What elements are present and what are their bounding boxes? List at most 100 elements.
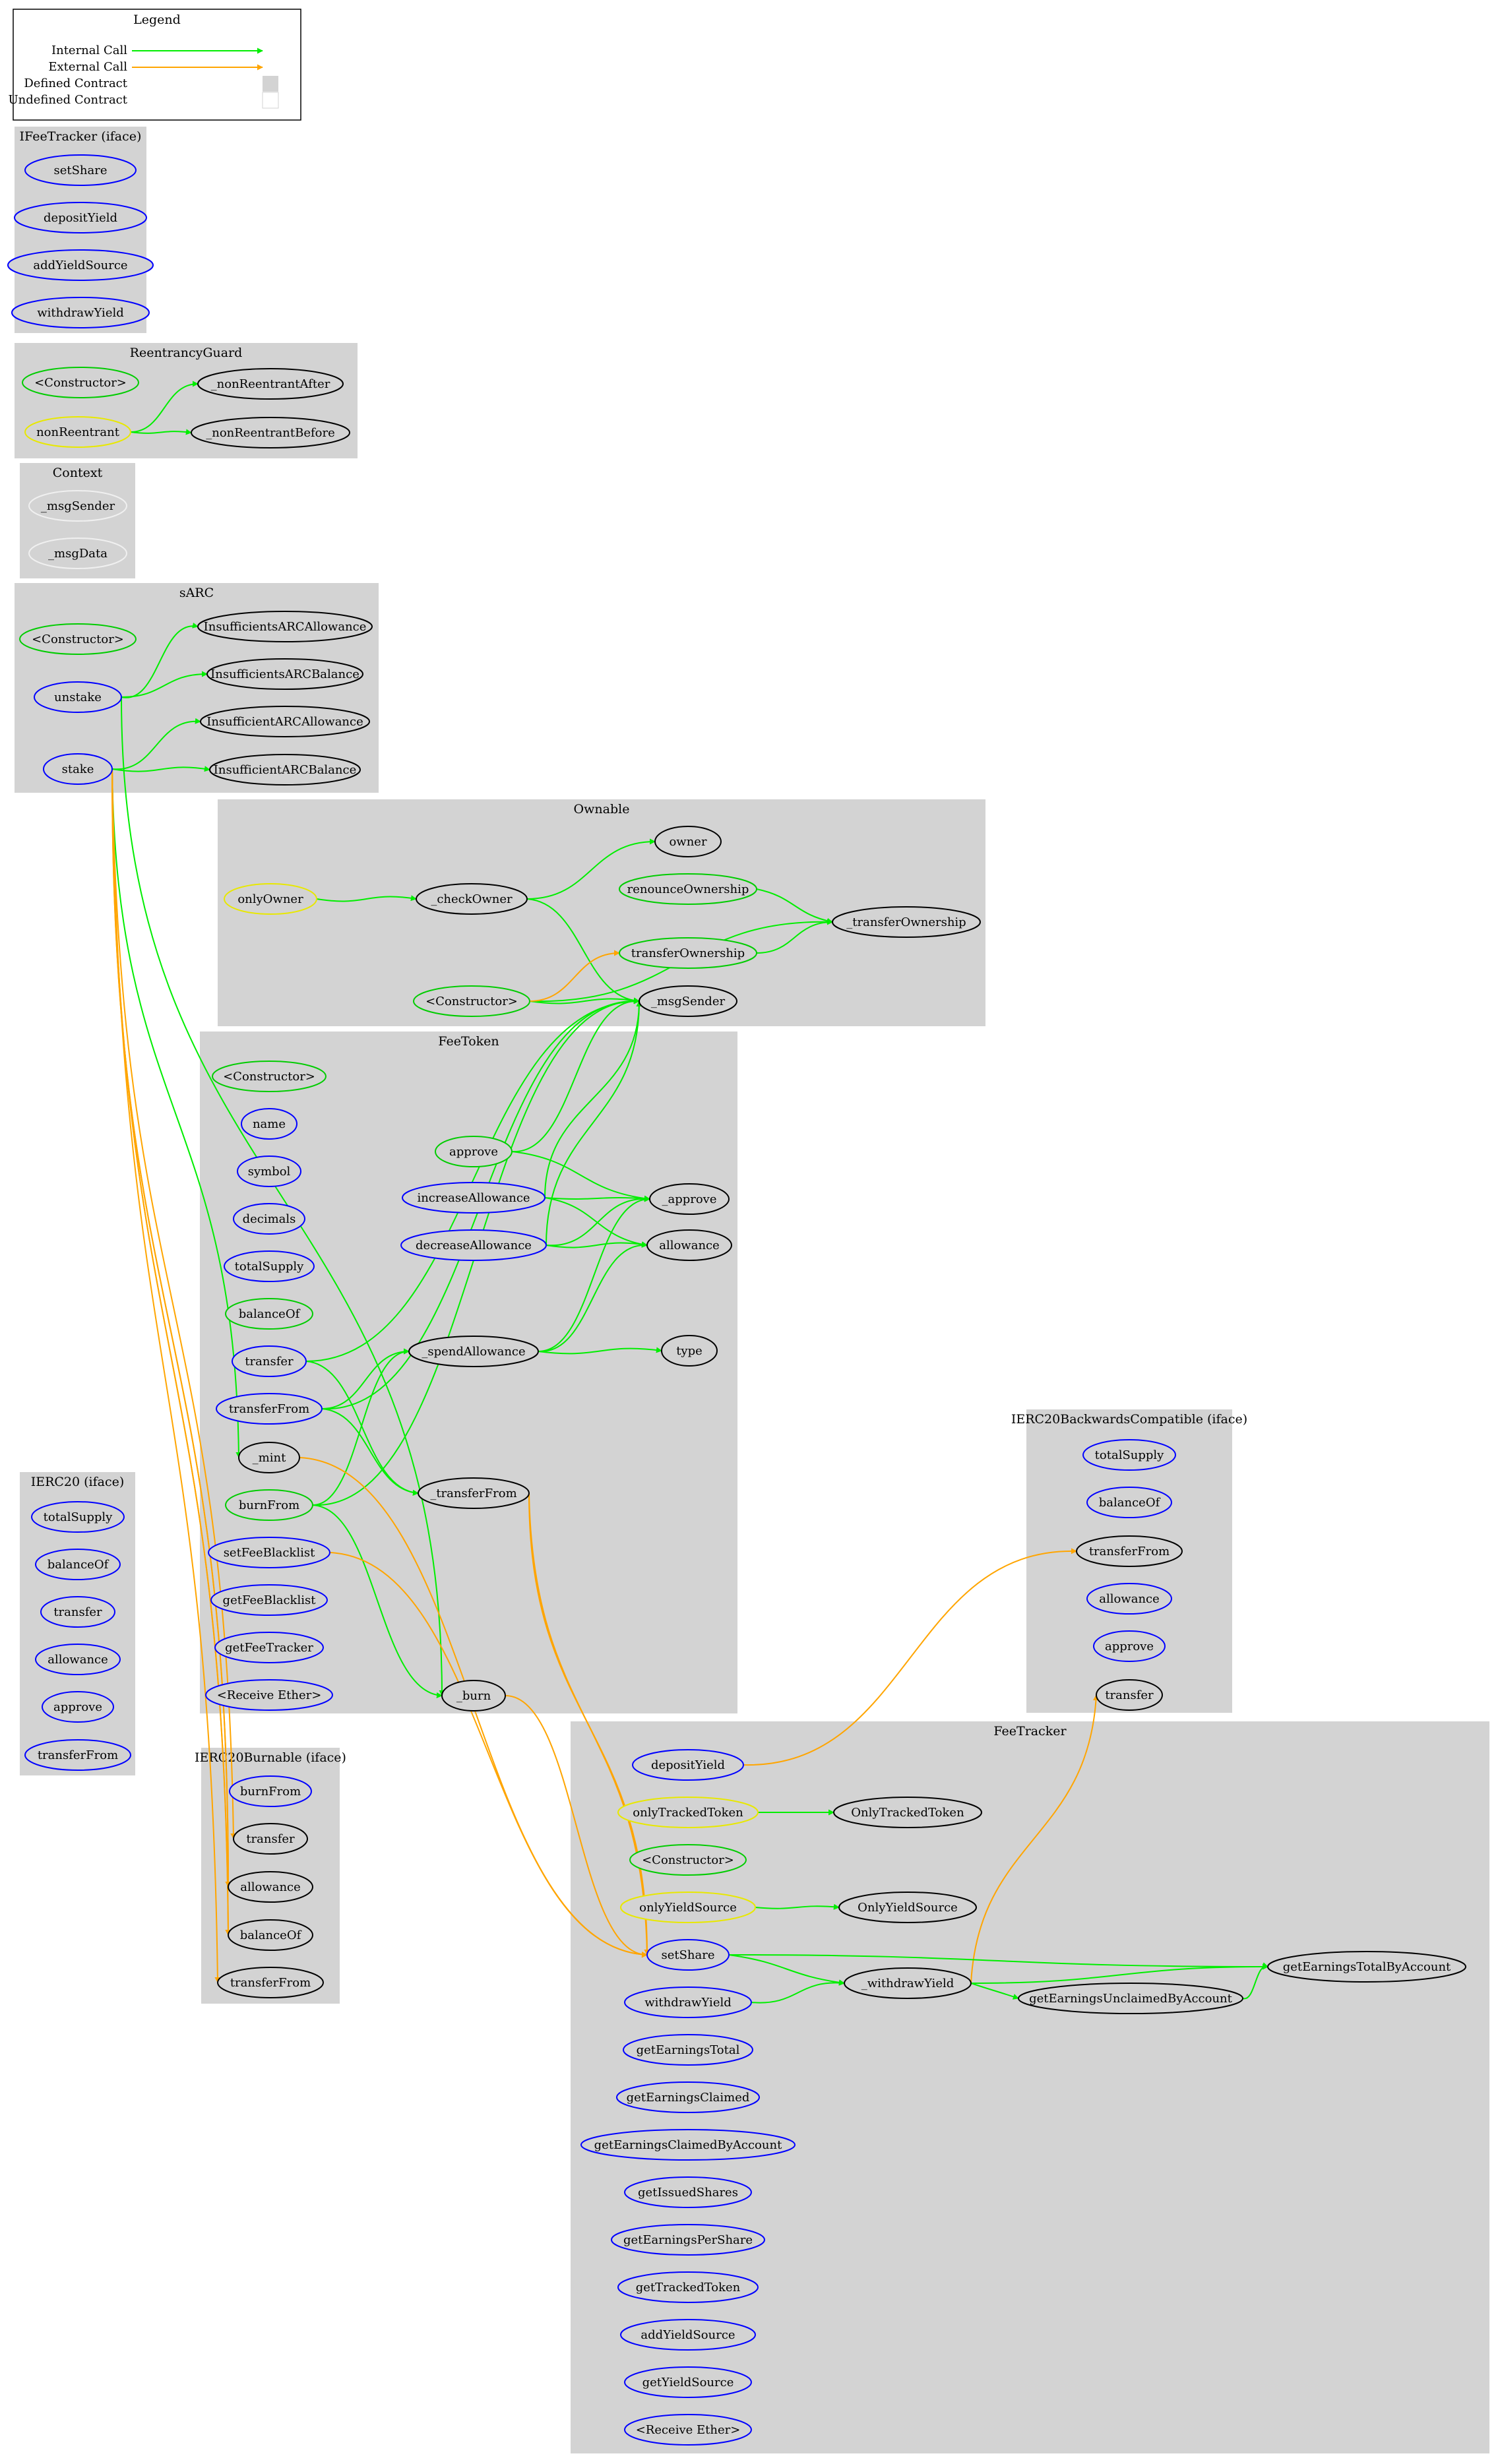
node-ierc20-approve[interactable]: approve: [42, 1691, 114, 1723]
node-ellipse[interactable]: [34, 681, 122, 713]
node-feetracker-onlyyieldsource[interactable]: onlyYieldSource: [620, 1892, 756, 1923]
node-ierc20burnable-burnfrom[interactable]: burnFrom: [229, 1775, 312, 1807]
node-ellipse[interactable]: [205, 1679, 333, 1711]
node-ellipse[interactable]: [1082, 1439, 1176, 1471]
node-sarc-insufficientsarcbalance[interactable]: InsufficientsARCBalance: [206, 658, 363, 690]
node-ownable-constructor[interactable]: <Constructor>: [413, 985, 530, 1017]
node-ellipse[interactable]: [1018, 1983, 1243, 2014]
node-ellipse[interactable]: [225, 1489, 313, 1521]
node-ierc20bc-balanceof[interactable]: balanceOf: [1086, 1487, 1172, 1518]
node-feetracker-gettrackedtoken[interactable]: getTrackedToken: [617, 2271, 759, 2303]
node-feetracker-getissuedshares[interactable]: getIssuedShares: [624, 2176, 752, 2208]
node-ierc20burnable-transferfrom[interactable]: transferFrom: [217, 1967, 324, 1998]
node-feetoken-totalsupply[interactable]: totalSupply: [224, 1250, 315, 1282]
node-ellipse[interactable]: [632, 1749, 744, 1781]
node-ellipse[interactable]: [620, 2319, 756, 2351]
node-ierc20bc-allowance[interactable]: allowance: [1086, 1583, 1172, 1615]
node-ellipse[interactable]: [200, 706, 370, 737]
node-feetracker-onlytrackedtoken[interactable]: onlyTrackedToken: [617, 1797, 759, 1828]
node-feetoken-increaseallowance[interactable]: increaseAllowance: [402, 1182, 546, 1214]
node-ellipse[interactable]: [619, 937, 757, 969]
node-ellipse[interactable]: [629, 1844, 747, 1876]
node-ellipse[interactable]: [214, 1632, 324, 1663]
node-ellipse[interactable]: [35, 1549, 121, 1580]
node-feetracker-deposityield[interactable]: depositYield: [632, 1749, 744, 1781]
node-ownable-transferownership[interactable]: transferOwnership: [619, 937, 757, 969]
node-feetoken-approve[interactable]: _approve: [649, 1183, 730, 1215]
node-feetoken-getfeetracker[interactable]: getFeeTracker: [214, 1632, 324, 1663]
node-ellipse[interactable]: [28, 538, 127, 569]
node-feetracker-receive-ether[interactable]: <Receive Ether>: [624, 2414, 752, 2446]
node-feetracker-onlytrackedtoken[interactable]: OnlyTrackedToken: [833, 1797, 982, 1828]
node-feetracker-withdrawyield[interactable]: withdrawYield: [624, 1987, 752, 2018]
node-ellipse[interactable]: [844, 1967, 972, 1999]
node-feetracker-addyieldsource[interactable]: addYieldSource: [620, 2319, 756, 2351]
node-ellipse[interactable]: [416, 883, 528, 915]
node-ierc20bc-transfer[interactable]: transfer: [1096, 1679, 1163, 1711]
node-sarc-insufficientsarcallowance[interactable]: InsufficientsARCAllowance: [197, 611, 373, 642]
node-ellipse[interactable]: [31, 1501, 125, 1533]
node-ellipse[interactable]: [40, 1596, 115, 1628]
node-ierc20-transferfrom[interactable]: transferFrom: [24, 1739, 131, 1771]
node-feetoken-allowance[interactable]: allowance: [646, 1229, 732, 1261]
node-feetoken-burn[interactable]: _burn: [441, 1680, 506, 1711]
node-ierc20burnable-allowance[interactable]: allowance: [228, 1871, 313, 1903]
node-sarc-insufficientarcbalance[interactable]: InsufficientARCBalance: [209, 754, 361, 785]
node-ownable-transferownership[interactable]: _transferOwnership: [832, 906, 981, 938]
node-feetracker-getearningspershare[interactable]: getEarningsPerShare: [611, 2224, 765, 2256]
node-ellipse[interactable]: [620, 1892, 756, 1923]
node-sarc-stake[interactable]: stake: [43, 753, 113, 785]
node-context-msgdata[interactable]: _msgData: [28, 538, 127, 569]
node-ellipse[interactable]: [210, 1584, 328, 1616]
node-ownable-msgsender[interactable]: _msgSender: [639, 985, 737, 1017]
node-ownable-checkowner[interactable]: _checkOwner: [416, 883, 528, 915]
node-ellipse[interactable]: [208, 1537, 330, 1568]
node-feetoken-transfer[interactable]: transfer: [232, 1345, 307, 1377]
node-feetoken-symbol[interactable]: symbol: [237, 1155, 301, 1187]
node-feetoken-type[interactable]: type: [661, 1335, 718, 1367]
node-ellipse[interactable]: [838, 1892, 977, 1923]
node-ellipse[interactable]: [197, 611, 373, 642]
node-ellipse[interactable]: [217, 1967, 324, 1998]
node-ellipse[interactable]: [209, 754, 361, 785]
node-ellipse[interactable]: [35, 1644, 121, 1675]
node-ellipse[interactable]: [661, 1335, 718, 1367]
node-feetoken-balanceof[interactable]: balanceOf: [225, 1298, 313, 1330]
node-feetoken-decimals[interactable]: decimals: [233, 1203, 305, 1235]
node-ellipse[interactable]: [580, 2129, 796, 2161]
node-ellipse[interactable]: [617, 2271, 759, 2303]
node-ellipse[interactable]: [624, 2366, 752, 2398]
node-ierc20burnable-transfer[interactable]: transfer: [233, 1823, 308, 1855]
node-ellipse[interactable]: [228, 1871, 313, 1903]
node-ownable-onlyowner[interactable]: onlyOwner: [224, 883, 317, 915]
node-feetracker-getearningsclaimedbyaccount[interactable]: getEarningsClaimedByAccount: [580, 2129, 796, 2161]
node-ellipse[interactable]: [624, 2414, 752, 2446]
node-ellipse[interactable]: [1267, 1951, 1466, 1983]
node-ellipse[interactable]: [435, 1136, 513, 1167]
node-ellipse[interactable]: [224, 1250, 315, 1282]
node-feetracker-getearningstotalbyaccount[interactable]: getEarningsTotalByAccount: [1267, 1951, 1466, 1983]
node-ellipse[interactable]: [441, 1680, 506, 1711]
node-ierc20-allowance[interactable]: allowance: [35, 1644, 121, 1675]
node-reentrancyguard-constructor[interactable]: <Constructor>: [22, 367, 139, 398]
node-ellipse[interactable]: [408, 1336, 539, 1367]
node-ellipse[interactable]: [639, 985, 737, 1017]
node-ellipse[interactable]: [623, 2034, 753, 2066]
node-ellipse[interactable]: [646, 1229, 732, 1261]
node-ellipse[interactable]: [241, 1108, 297, 1140]
node-feetoken-decreaseallowance[interactable]: decreaseAllowance: [400, 1229, 547, 1261]
node-ellipse[interactable]: [619, 873, 757, 905]
node-ownable-renounceownership[interactable]: renounceOwnership: [619, 873, 757, 905]
node-reentrancyguard-nonreentrantbefore[interactable]: _nonReentrantBefore: [191, 417, 350, 448]
node-feetracker-getearningstotal[interactable]: getEarningsTotal: [623, 2034, 753, 2066]
node-ellipse[interactable]: [402, 1182, 546, 1214]
node-feetracker-setshare[interactable]: setShare: [646, 1939, 730, 1971]
node-ellipse[interactable]: [22, 367, 139, 398]
node-ellipse[interactable]: [43, 753, 113, 785]
node-ellipse[interactable]: [1096, 1679, 1163, 1711]
node-ellipse[interactable]: [833, 1797, 982, 1828]
node-feetracker-getearningsclaimed[interactable]: getEarningsClaimed: [616, 2081, 760, 2113]
node-ellipse[interactable]: [233, 1823, 308, 1855]
node-reentrancyguard-nonreentrantafter[interactable]: _nonReentrantAfter: [197, 368, 344, 400]
node-ellipse[interactable]: [617, 1797, 759, 1828]
